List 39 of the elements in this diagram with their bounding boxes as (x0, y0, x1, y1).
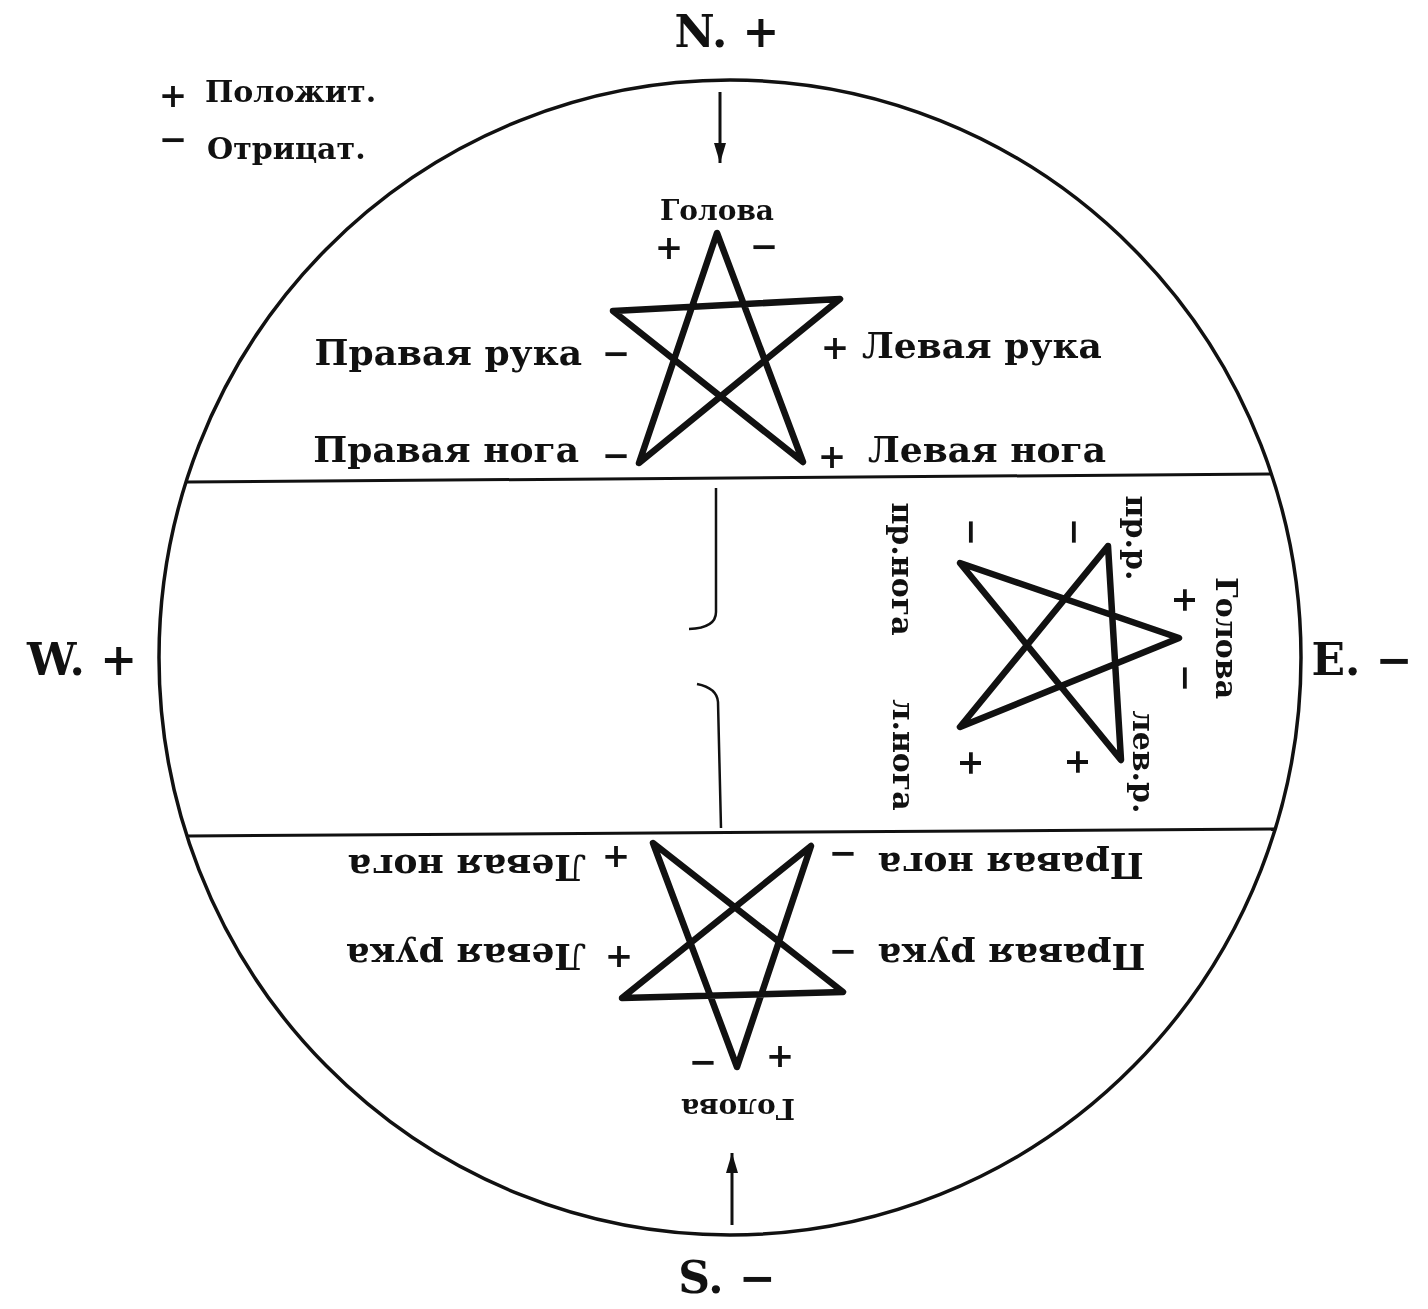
polarity-sign: + (604, 941, 634, 975)
compass-label: S. − (678, 1256, 776, 1300)
polarity-sign: + (1169, 585, 1203, 615)
arrow (714, 92, 726, 163)
body-part-label: Голова (1211, 576, 1241, 700)
body-part-label: Левая нога (348, 850, 586, 886)
body-part-label: Левая нога (868, 431, 1106, 467)
polarity-sign: + (820, 330, 850, 364)
legend-sign: − (158, 122, 188, 156)
polarity-sign: − (1169, 663, 1203, 693)
polarity-sign: − (601, 336, 631, 370)
body-part-label: лев.р. (1128, 710, 1158, 814)
polarity-sign: − (749, 229, 779, 263)
body-part-label: пр.нога (887, 502, 917, 636)
legend-label: Отрицат. (207, 134, 366, 164)
polarity-sign: − (828, 838, 858, 872)
polarity-sign: + (654, 230, 684, 264)
body-part-label: пр.р. (1121, 495, 1151, 581)
body-part-label: Голова (660, 197, 774, 225)
legend-label: Положит. (205, 77, 377, 107)
polarity-sign: − (1058, 517, 1092, 547)
polarity-sign: + (1062, 747, 1096, 777)
legend-sign: + (158, 78, 188, 112)
polarity-sign: − (601, 438, 631, 472)
polarity-sign: + (601, 841, 631, 875)
body-part-label: л.нога (888, 699, 918, 811)
compass-label: W. + (26, 638, 138, 682)
compass-label: N. + (674, 10, 780, 54)
body-part-label: Голова (681, 1094, 795, 1122)
polarity-sign: − (955, 517, 989, 547)
arrow (726, 1153, 738, 1225)
polarity-sign: + (765, 1041, 795, 1075)
polarity-sign: − (688, 1047, 718, 1081)
body-part-label: Правая нога (878, 848, 1144, 884)
polarity-sign: − (828, 936, 858, 970)
body-part-label: Правая нога (313, 431, 579, 467)
polarity-sign: + (955, 748, 989, 778)
polarity-sign: + (817, 439, 847, 473)
compass-label: E. − (1311, 638, 1413, 682)
